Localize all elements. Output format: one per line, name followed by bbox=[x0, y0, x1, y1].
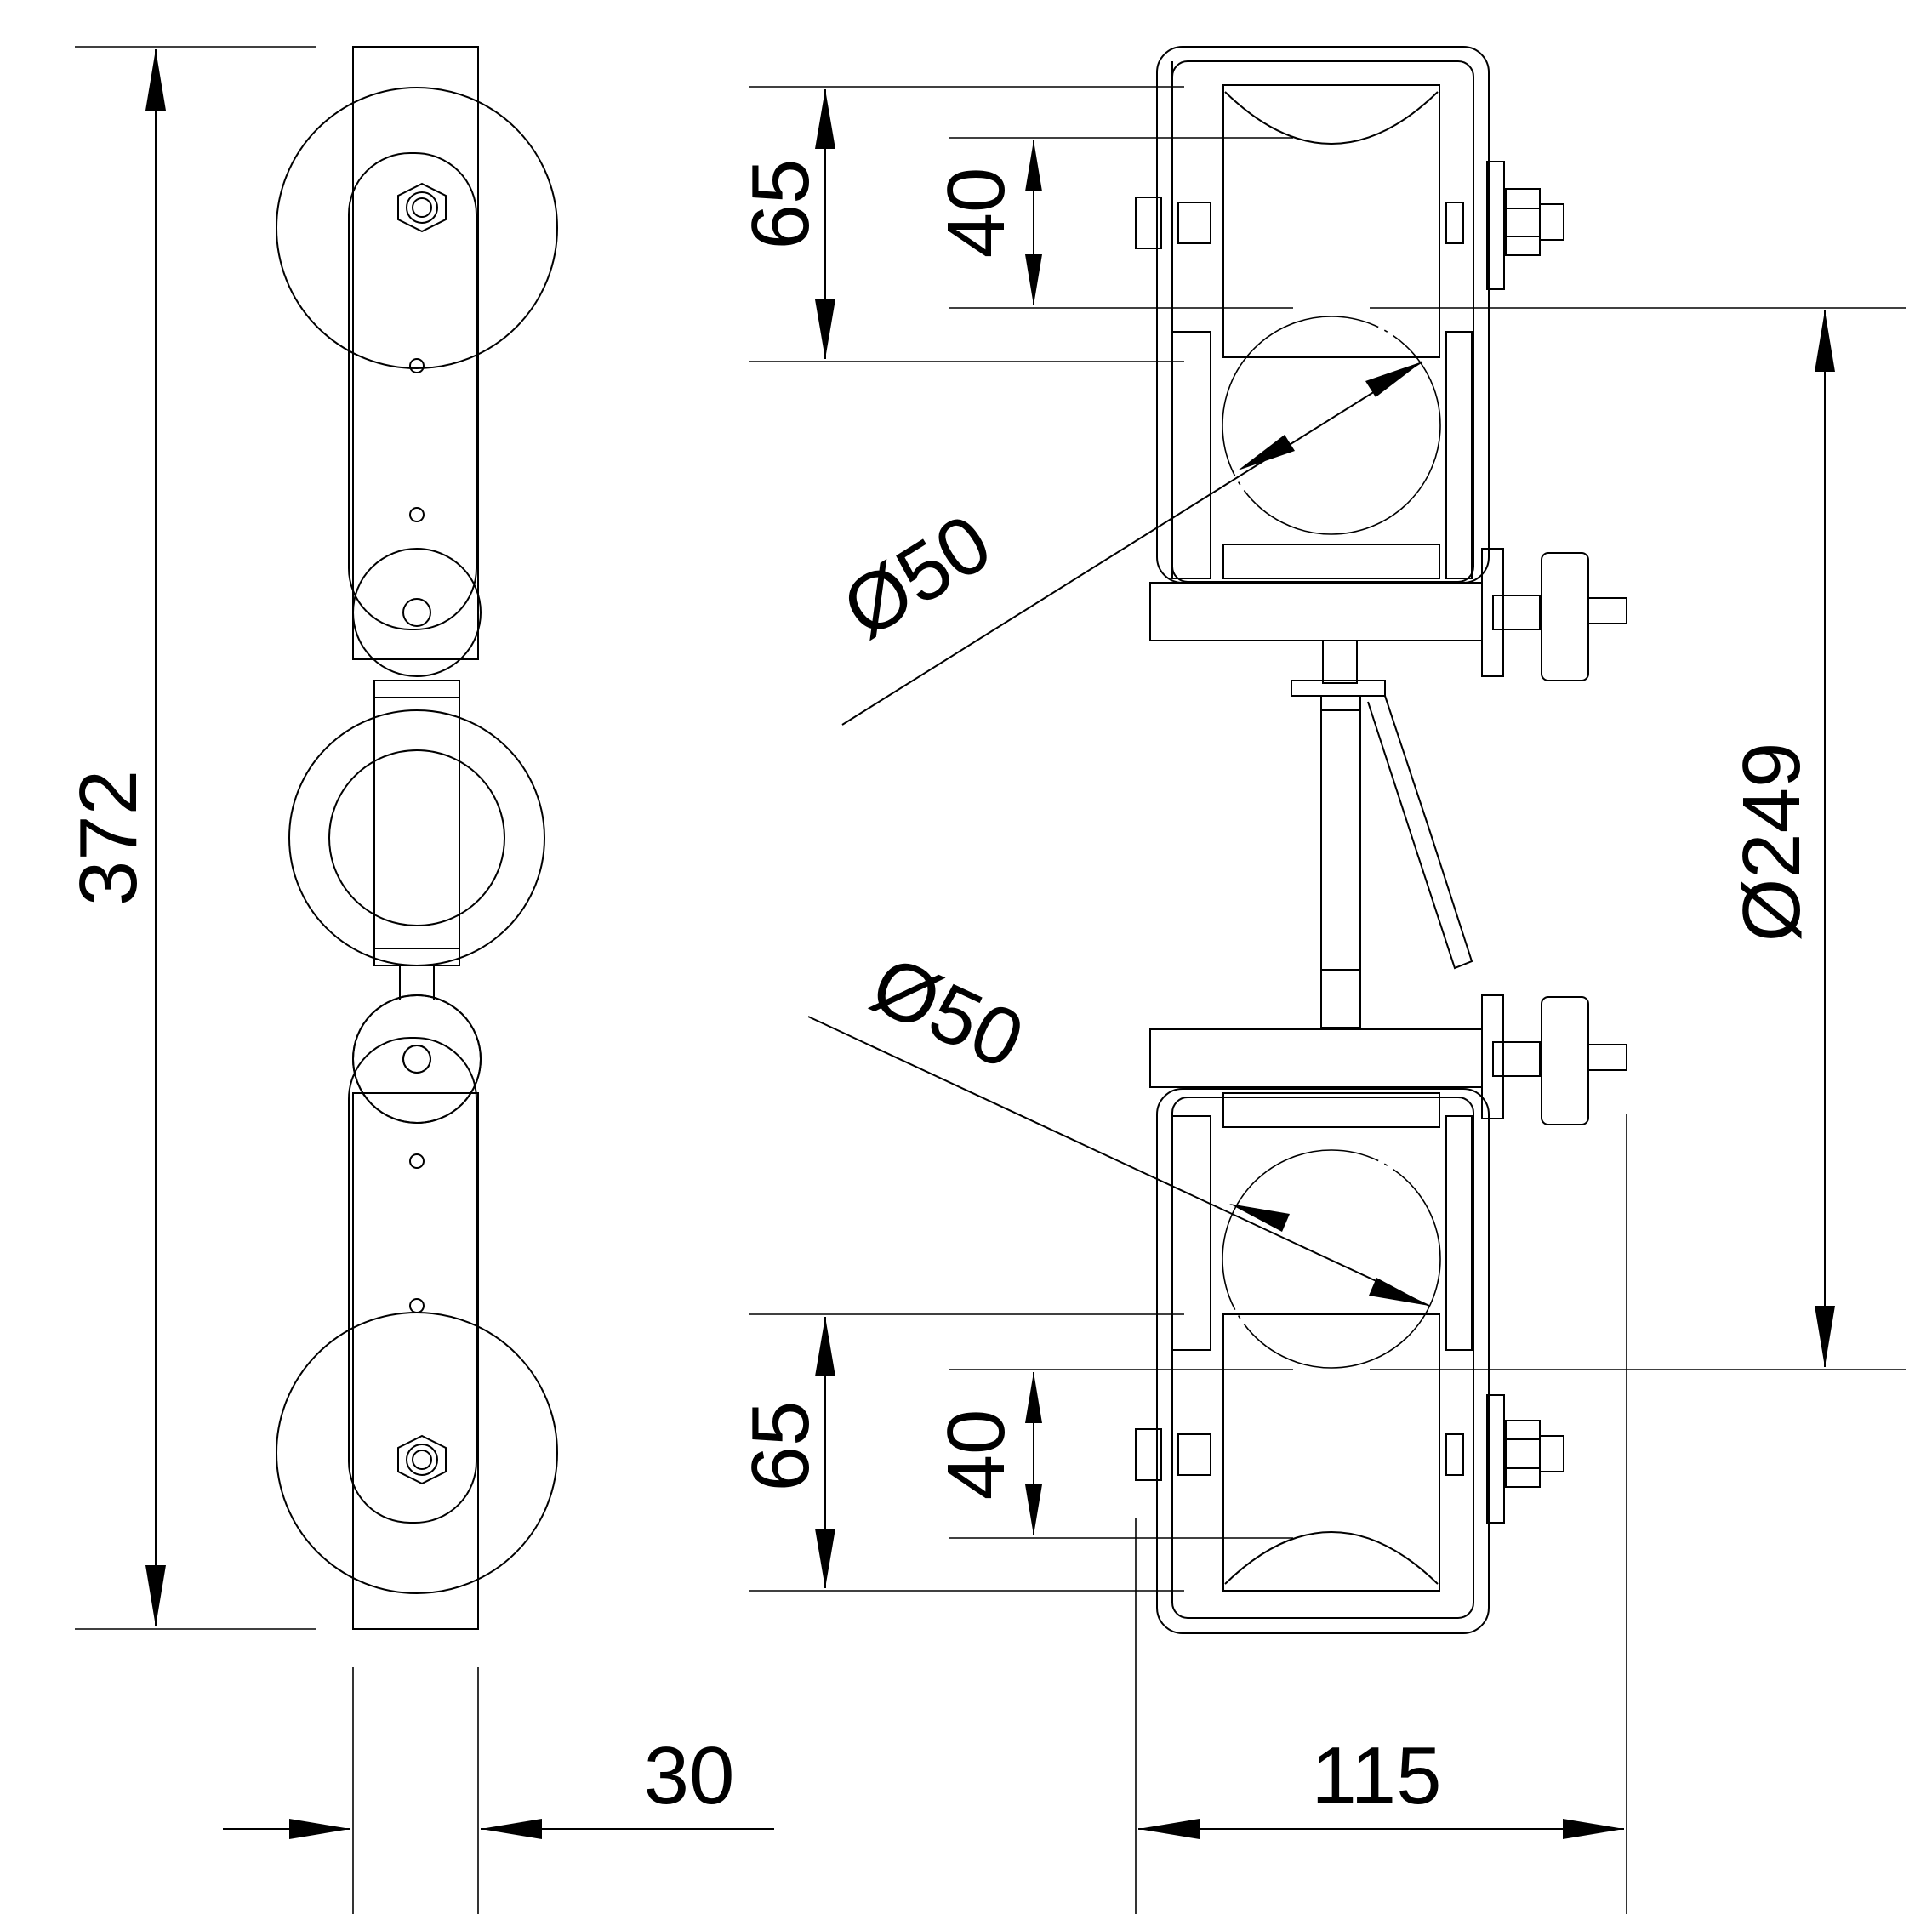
label-bottom-40: 40 bbox=[931, 1410, 1022, 1501]
label-width-side: 30 bbox=[644, 1730, 735, 1821]
bottom-side-plate bbox=[352, 1092, 479, 1630]
top-wheel bbox=[276, 87, 558, 369]
label-width-front: 115 bbox=[1311, 1730, 1441, 1821]
arrow-left-icon bbox=[481, 1819, 542, 1839]
bottom-link-bar bbox=[348, 1037, 477, 1524]
top-crossbar bbox=[1149, 582, 1483, 641]
bottom-roller-circle bbox=[1222, 1149, 1441, 1369]
arrow-down-icon bbox=[145, 1565, 166, 1626]
front-view bbox=[749, 46, 1906, 1914]
label-bottom-diameter: Ø50 bbox=[858, 939, 1037, 1087]
dia-top-leader bbox=[841, 361, 1423, 726]
top-link-bar bbox=[348, 152, 477, 630]
central-hanger bbox=[1320, 695, 1361, 1028]
label-bottom-65: 65 bbox=[735, 1401, 826, 1492]
top-side-wheel bbox=[1541, 552, 1589, 681]
dia-bottom-leader bbox=[807, 1016, 1430, 1307]
arrow-up-icon bbox=[145, 49, 166, 111]
label-top-diameter: Ø50 bbox=[827, 497, 1006, 656]
bottom-crossbar bbox=[1149, 1028, 1483, 1088]
bolt-head bbox=[1505, 188, 1541, 256]
top-guide-roller bbox=[1222, 84, 1440, 358]
arrow-right-icon bbox=[289, 1819, 350, 1839]
bottom-side-wheel bbox=[1541, 996, 1589, 1125]
bottom-guide-roller bbox=[1222, 1313, 1440, 1592]
bolt-head bbox=[1505, 1420, 1541, 1488]
nut-icon bbox=[397, 182, 447, 233]
label-top-65: 65 bbox=[735, 159, 826, 250]
side-view bbox=[75, 46, 774, 1914]
top-side-plate bbox=[352, 46, 479, 660]
top-roller-circle bbox=[1222, 316, 1441, 535]
label-overall-height: 372 bbox=[63, 770, 154, 906]
label-top-40: 40 bbox=[931, 168, 1022, 259]
label-span-diameter: Ø249 bbox=[1726, 743, 1817, 943]
middle-ring bbox=[288, 709, 545, 966]
middle-bracket bbox=[373, 680, 460, 966]
upper-guide-roller bbox=[352, 548, 482, 677]
nut-icon bbox=[397, 1434, 447, 1485]
bottom-frame-outer bbox=[1156, 1088, 1490, 1634]
